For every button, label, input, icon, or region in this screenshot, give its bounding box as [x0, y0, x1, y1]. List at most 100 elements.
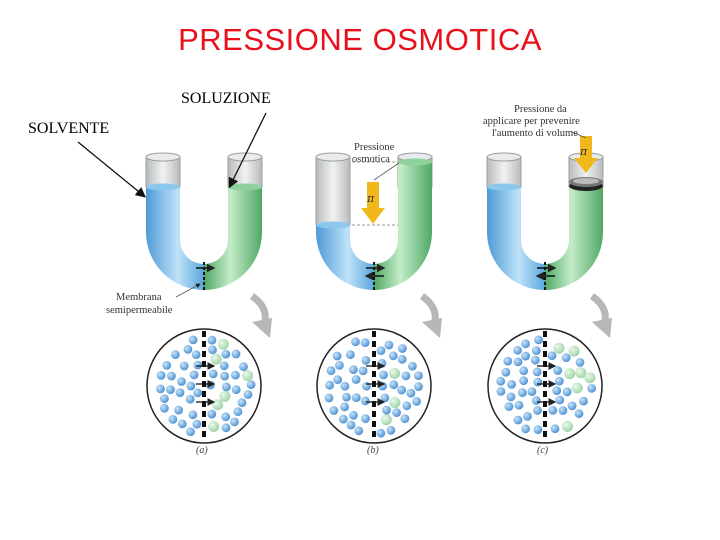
solvent-molecule	[552, 386, 561, 395]
solvent-molecule	[176, 388, 185, 397]
membrana-label-2: semipermeabile	[106, 305, 173, 316]
solvent-molecule	[187, 382, 196, 391]
solvent-molecule	[167, 372, 176, 381]
solvent-molecule	[335, 361, 344, 370]
solvent-molecule	[362, 382, 371, 391]
solvent-molecule	[220, 361, 229, 370]
solvent-molecule	[559, 406, 568, 415]
solvent-molecule	[408, 362, 417, 371]
solvent-molecule	[555, 396, 564, 405]
solvent-molecule	[505, 402, 514, 411]
solvent-molecule	[209, 370, 218, 379]
u-tube-b	[316, 153, 432, 292]
solvent-molecule	[528, 387, 537, 396]
solvent-molecule	[232, 385, 241, 394]
solvent-molecule	[189, 336, 198, 345]
solvent-molecule	[376, 429, 385, 438]
solvent-molecule	[518, 388, 527, 397]
solvent-molecule	[234, 407, 243, 416]
solvent-molecule	[575, 409, 584, 418]
solvent-molecule	[548, 351, 557, 360]
solvent-molecule	[382, 406, 391, 415]
solvent-molecule	[381, 394, 390, 403]
pressione-osmotica-pointer	[374, 163, 399, 180]
solvent-molecule	[361, 397, 370, 406]
solvent-molecule	[387, 426, 396, 435]
solvent-molecule	[397, 386, 406, 395]
solvent-molecule	[178, 420, 187, 429]
solvent-molecule	[222, 423, 231, 432]
solvent-molecule	[392, 408, 401, 417]
solvent-molecule	[563, 388, 572, 397]
solute-molecule	[554, 343, 565, 354]
solvent-molecule	[412, 397, 421, 406]
caption-c: (c)	[537, 445, 549, 456]
solvent-molecule	[346, 350, 355, 359]
solvent-molecule	[579, 397, 588, 406]
solvent-molecule	[232, 350, 241, 359]
solvent-molecule	[169, 415, 178, 424]
solvent-molecule	[533, 368, 542, 377]
solvent-molecule	[361, 414, 370, 423]
solvent-molecule	[177, 377, 186, 386]
solvent-molecule	[341, 382, 350, 391]
solute-molecule	[208, 421, 219, 432]
solvent-molecule	[207, 410, 216, 419]
solvent-molecule	[156, 385, 165, 394]
solvent-molecule	[576, 358, 585, 367]
solute-molecule	[211, 354, 222, 365]
solvent-molecule	[362, 356, 371, 365]
solvent-molecule	[247, 380, 256, 389]
solvent-molecule	[377, 346, 386, 355]
solvent-molecule	[333, 352, 342, 361]
pressione-applicare-label-3: l'aumento di volume	[492, 128, 578, 139]
solvent-molecule	[208, 336, 217, 345]
solvent-molecule	[220, 372, 229, 381]
solvent-molecule	[523, 412, 532, 421]
solvent-molecule	[514, 416, 523, 425]
solvent-molecule	[401, 414, 410, 423]
solvent-molecule	[208, 345, 217, 354]
pressione-osmotica-label-2: osmotica	[352, 154, 390, 165]
solvent-molecule	[162, 361, 171, 370]
solvent-molecule	[174, 406, 183, 415]
solvent-molecule	[519, 366, 528, 375]
solvent-molecule	[507, 380, 516, 389]
pi-label-c: π	[579, 145, 588, 158]
solvent-molecule	[514, 358, 523, 367]
solvent-molecule	[180, 362, 189, 371]
magnified-view-b	[317, 329, 431, 443]
solvent-molecule	[238, 398, 247, 407]
solvent-molecule	[193, 420, 202, 429]
solvent-molecule	[398, 355, 407, 364]
solvent-molecule	[230, 418, 239, 427]
solvent-molecule	[157, 371, 166, 380]
solvent-molecule	[385, 341, 394, 350]
solvent-molecule	[402, 372, 411, 381]
solute-molecule	[219, 391, 230, 402]
solvent-molecule	[329, 406, 338, 415]
caption-a: (a)	[196, 445, 208, 456]
u-tube-c	[487, 136, 603, 292]
pi-label-b: π	[366, 192, 375, 205]
solvent-molecule	[186, 427, 195, 436]
solvent-molecule	[221, 350, 230, 359]
solvent-molecule	[193, 361, 202, 370]
solvent-molecule	[361, 338, 370, 347]
solute-molecule	[389, 368, 400, 379]
solvent-molecule	[189, 410, 198, 419]
solvent-molecule	[533, 378, 542, 387]
solute-molecule	[212, 399, 223, 410]
solvent-molecule	[349, 365, 358, 374]
solvent-molecule	[515, 401, 524, 410]
solvent-molecule	[497, 387, 506, 396]
solvent-molecule	[359, 367, 368, 376]
solvent-molecule	[533, 406, 542, 415]
solvent-molecule	[534, 336, 543, 345]
solvent-molecule	[342, 393, 351, 402]
membrana-label-1: Membrana	[116, 292, 162, 303]
solvent-molecule	[553, 366, 562, 375]
solute-molecule	[218, 339, 229, 350]
solvent-molecule	[354, 426, 363, 435]
solvent-molecule	[502, 368, 511, 377]
